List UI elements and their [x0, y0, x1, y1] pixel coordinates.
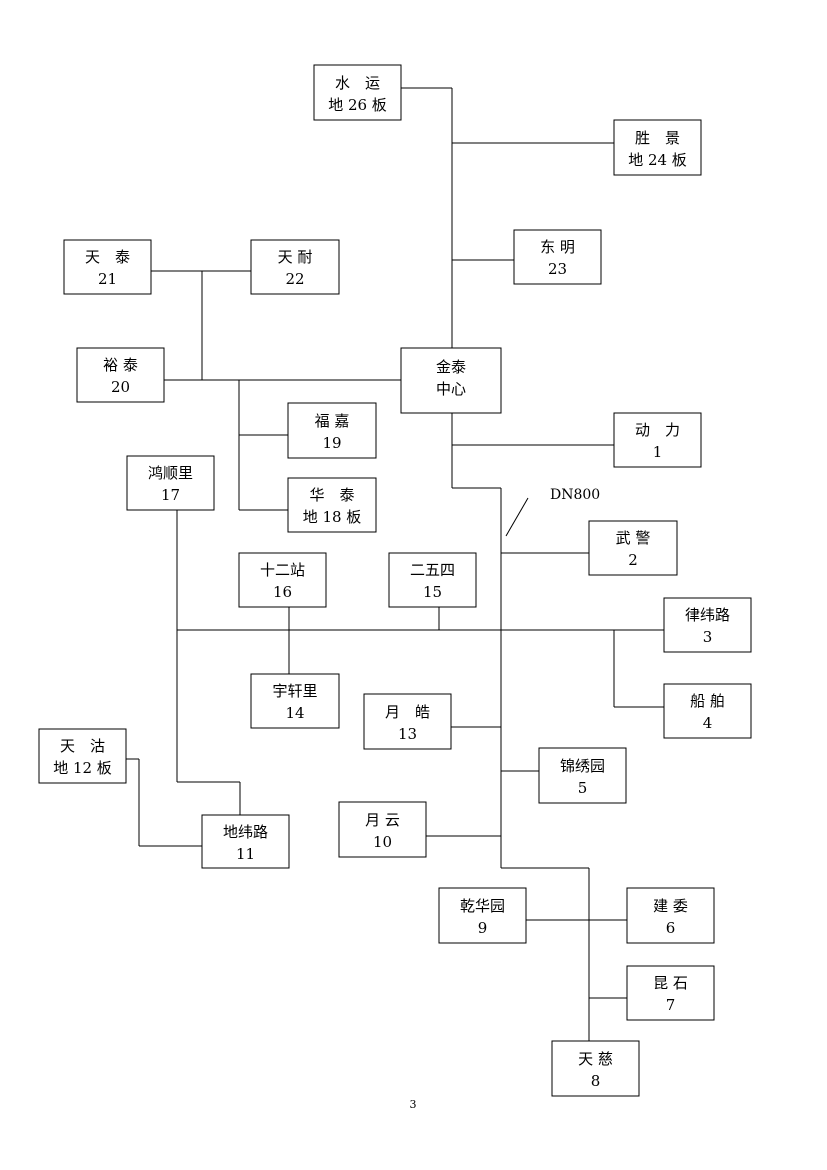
- node-number: 10: [373, 833, 392, 851]
- node-name: 锦绣园: [560, 757, 605, 775]
- page-number: 3: [410, 1098, 417, 1111]
- node-number: 5: [578, 779, 588, 797]
- node-name: 月 皓: [385, 703, 430, 721]
- node-number: 1: [653, 443, 663, 461]
- node-number: 13: [398, 725, 417, 743]
- node-number: 7: [666, 996, 676, 1014]
- node-yuxuanli: 宇轩里 14: [250, 673, 340, 729]
- node-name: 船 舶: [690, 692, 725, 710]
- node-number: 21: [98, 270, 117, 288]
- node-number: 2: [628, 551, 638, 569]
- node-number: 14: [285, 704, 304, 722]
- node-hongshunli: 鸿顺里 17: [126, 455, 215, 511]
- node-number: 地 18 板: [303, 508, 362, 526]
- node-name: 天 慈: [578, 1050, 613, 1068]
- node-huatai: 华 泰 地 18 板: [287, 477, 377, 533]
- node-jintai-center: 金泰 中心: [400, 347, 502, 414]
- node-name: 东 明: [540, 238, 575, 256]
- node-name: 建 委: [653, 897, 688, 915]
- node-number: 地 26 板: [328, 96, 387, 114]
- node-number: 3: [703, 628, 713, 646]
- node-shierzhan: 十二站 16: [238, 552, 327, 608]
- node-number: 23: [548, 260, 567, 278]
- node-number: 22: [285, 270, 304, 288]
- node-number: 中心: [436, 380, 466, 398]
- node-number: 11: [236, 845, 255, 863]
- node-name: 金泰: [436, 358, 466, 376]
- node-name: 律纬路: [685, 606, 730, 624]
- node-wujing: 武 警 2: [588, 520, 678, 576]
- node-name: 二五四: [410, 561, 455, 579]
- pipe-diameter-label: DN800: [550, 487, 600, 503]
- node-diweilu: 地纬路 11: [201, 814, 290, 869]
- node-name: 十二站: [260, 561, 305, 579]
- node-tianci: 天 慈 8: [551, 1040, 640, 1097]
- node-fujia: 福 嘉 19: [287, 402, 377, 459]
- node-qianhuayuan: 乾华园 9: [438, 887, 527, 944]
- connectors: [126, 87, 664, 1041]
- node-shuiyun: 水 运 地 26 板: [313, 64, 402, 121]
- node-tiantai: 天 泰 21: [63, 239, 152, 295]
- node-jianwei: 建 委 6: [626, 887, 715, 944]
- node-number: 17: [161, 486, 180, 504]
- node-number: 15: [423, 583, 442, 601]
- node-yutai: 裕 泰 20: [76, 347, 165, 403]
- node-number: 16: [273, 583, 292, 601]
- node-tiannai: 天 耐 22: [250, 239, 340, 295]
- node-number: 地 24 板: [628, 151, 687, 169]
- connector: [505, 497, 529, 537]
- node-yueyun: 月 云 10: [338, 801, 427, 858]
- node-name: 福 嘉: [315, 412, 350, 430]
- node-name: 月 云: [365, 811, 400, 829]
- node-chuanbo: 船 舶 4: [663, 683, 752, 739]
- node-lvweilu: 律纬路 3: [663, 597, 752, 653]
- node-yuehao: 月 皓 13: [363, 693, 452, 750]
- node-tiangu: 天 沽 地 12 板: [38, 728, 127, 784]
- node-name: 天 耐: [278, 248, 313, 266]
- node-name: 鸿顺里: [148, 464, 193, 482]
- node-name: 水 运: [335, 74, 380, 92]
- node-number: 20: [111, 378, 130, 396]
- node-name: 乾华园: [460, 897, 505, 915]
- node-number: 9: [478, 919, 488, 937]
- node-erwusi: 二五四 15: [388, 552, 477, 608]
- node-name: 宇轩里: [272, 682, 317, 700]
- node-number: 4: [703, 714, 713, 732]
- node-name: 胜 景: [635, 129, 680, 147]
- node-number: 8: [591, 1072, 601, 1090]
- node-name: 天 泰: [85, 248, 130, 266]
- node-name: 天 沽: [60, 737, 105, 755]
- node-number: 地 12 板: [53, 759, 112, 777]
- node-name: 昆 石: [653, 974, 688, 992]
- node-name: 动 力: [635, 421, 680, 439]
- node-number: 6: [666, 919, 676, 937]
- node-name: 武 警: [616, 529, 651, 547]
- node-kunshi: 昆 石 7: [626, 965, 715, 1021]
- node-name: 地纬路: [223, 823, 268, 841]
- node-name: 华 泰: [309, 486, 354, 504]
- node-name: 裕 泰: [103, 356, 138, 374]
- node-dongli: 动 力 1: [613, 412, 702, 468]
- node-jinxiuyuan: 锦绣园 5: [538, 747, 627, 804]
- node-dongming: 东 明 23: [513, 229, 602, 285]
- node-shengjing: 胜 景 地 24 板: [613, 119, 702, 176]
- node-number: 19: [322, 434, 341, 452]
